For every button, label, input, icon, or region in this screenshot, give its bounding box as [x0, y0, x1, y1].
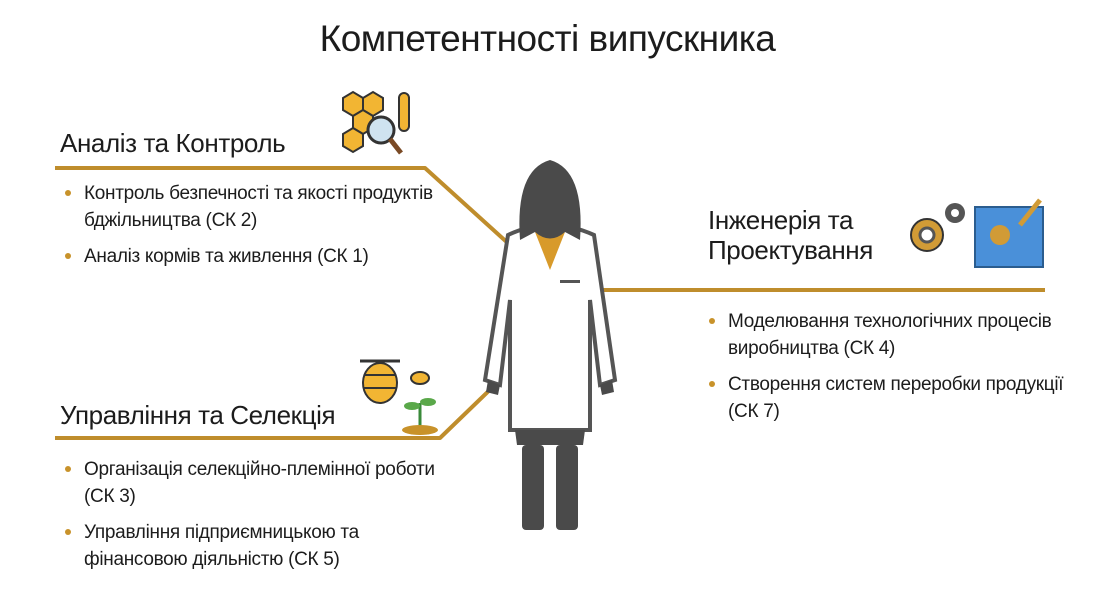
engineering-list: Моделювання технологічних процесів вироб…: [706, 308, 1066, 434]
connector-line-analysis: [55, 166, 512, 247]
list-item: Створення систем переробки продукції (СК…: [706, 371, 1066, 425]
list-item: Аналіз кормів та живлення (СК 1): [62, 243, 442, 270]
beehive-bee-plant-icon: [360, 359, 438, 435]
list-item: Управління підприємницькою та фінансовою…: [62, 519, 462, 573]
page-title: Компетентності випускника: [319, 18, 776, 59]
analysis-list: Контроль безпечності та якості продуктів…: [62, 180, 442, 279]
list-item: Організація селекційно-племінної роботи …: [62, 456, 462, 510]
management-list: Організація селекційно-племінної роботи …: [62, 456, 462, 582]
scientist-figure-icon: [482, 160, 618, 530]
section-heading-management: Управління та Селекція: [60, 400, 336, 430]
heading-line: Проектування: [708, 235, 873, 265]
list-item: Контроль безпечності та якості продуктів…: [62, 180, 442, 234]
heading-line: Інженерія та: [708, 205, 854, 235]
section-heading-analysis: Аналіз та Контроль: [60, 128, 286, 158]
connector-line-management: [55, 378, 502, 440]
gears-blueprint-icon: [910, 198, 1044, 268]
list-item: Моделювання технологічних процесів вироб…: [706, 308, 1066, 362]
section-heading-engineering: Інженерія та Проектування: [708, 205, 873, 265]
honeycomb-magnifier-test-tube-icon: [342, 90, 410, 155]
